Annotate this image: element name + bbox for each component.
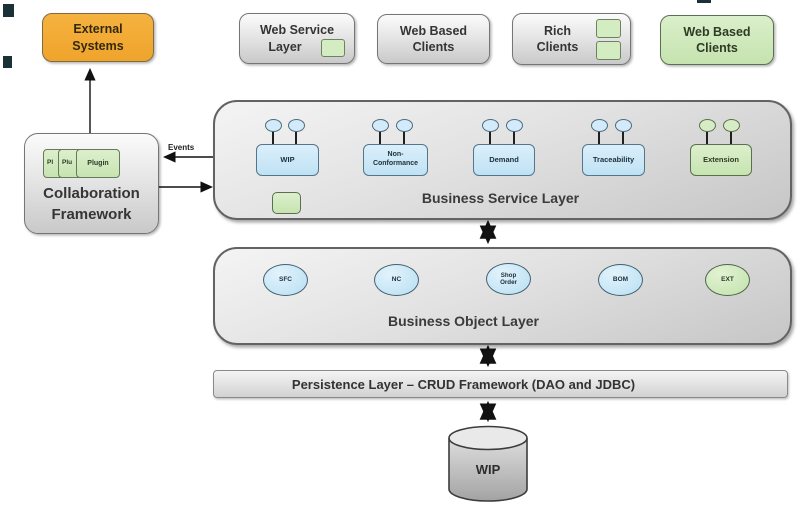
interface-stem — [513, 129, 515, 145]
component-square-icon — [596, 41, 621, 60]
web-based-clients-label-line2: Clients — [412, 40, 455, 54]
interface-stem — [379, 129, 381, 145]
collaboration-framework-title-line1: Collaboration — [43, 185, 140, 202]
events-arrow-label: Events — [168, 143, 195, 152]
interface-stem — [598, 129, 600, 145]
interface-stem — [622, 129, 624, 145]
bol-object-ext: EXT — [705, 264, 750, 296]
component-label-line2: Conformance — [372, 160, 419, 167]
interface-lollipop-icon — [372, 119, 389, 132]
plugin-label: Plugin — [87, 159, 109, 167]
edge-artifact-mark — [697, 0, 711, 3]
interface-lollipop-icon — [591, 119, 608, 132]
interface-lollipop-icon — [723, 119, 740, 132]
collaboration-framework-box: Pl Plu Plugin Collaboration Framework — [24, 133, 159, 234]
collaboration-framework-title: Collaboration Framework — [25, 183, 158, 225]
bsl-component-demand: Demand — [473, 144, 535, 176]
object-label-line2: Order — [500, 279, 517, 286]
interface-lollipop-icon — [396, 119, 413, 132]
web-service-layer-label-line2: Layer — [268, 39, 302, 54]
object-label: NC — [391, 276, 402, 284]
web-based-clients-green-label-line1: Web Based — [683, 24, 751, 39]
bol-object-sfc: SFC — [263, 264, 308, 296]
external-systems-label-line1: External — [73, 22, 123, 37]
interface-lollipop-icon — [265, 119, 282, 132]
interface-lollipop-icon — [615, 119, 632, 132]
bsl-component-traceability: Traceability — [582, 144, 645, 176]
bsl-component-non-conformance: Non- Conformance — [363, 144, 428, 176]
edge-artifact-mark — [3, 56, 12, 68]
object-label-line1: Shop — [500, 271, 517, 279]
bol-object-nc: NC — [374, 264, 419, 296]
interface-stem — [295, 129, 297, 145]
business-service-layer-title: Business Service Layer — [421, 190, 580, 206]
component-label: Demand — [489, 155, 519, 165]
bsl-component-extension: Extension — [690, 144, 752, 176]
rich-clients-label-line2: Clients — [536, 40, 579, 54]
external-systems-label-line2: Systems — [72, 38, 124, 53]
component-label: Traceability — [592, 155, 635, 165]
edge-artifact-mark — [3, 4, 14, 17]
rich-clients-box: Rich Clients — [512, 13, 631, 65]
persistence-layer-title: Persistence Layer – CRUD Framework (DAO … — [291, 376, 636, 392]
bsl-component-wip: WIP — [256, 144, 319, 176]
web-based-clients-gray-box: Web Based Clients — [377, 14, 490, 64]
interface-stem — [706, 129, 708, 145]
interface-lollipop-icon — [482, 119, 499, 132]
component-label: WIP — [280, 155, 295, 165]
component-label: Extension — [703, 155, 739, 165]
cylinder-top — [448, 425, 528, 451]
plugin-label: Plu — [62, 159, 73, 167]
bol-object-shop-order: Shop Order — [486, 263, 531, 295]
bol-object-bom: BOM — [598, 264, 643, 296]
object-label: BOM — [612, 276, 629, 284]
interface-stem — [272, 129, 274, 145]
plugin-box: Plugin — [76, 149, 120, 178]
interface-stem — [489, 129, 491, 145]
web-based-clients-label-line1: Web Based — [399, 23, 468, 38]
interface-lollipop-icon — [699, 119, 716, 132]
object-label: SFC — [279, 276, 292, 284]
external-systems-box: External Systems — [42, 13, 154, 62]
web-service-layer-box: Web Service Layer — [239, 13, 355, 64]
component-square-icon — [321, 39, 345, 57]
web-based-clients-green-label-line2: Clients — [696, 41, 738, 55]
business-object-layer-box — [213, 247, 792, 345]
business-object-layer-title: Business Object Layer — [388, 313, 539, 329]
wip-subcomponent-box — [272, 192, 301, 214]
interface-lollipop-icon — [288, 119, 305, 132]
interface-stem — [403, 129, 405, 145]
wip-database-label: WIP — [475, 462, 501, 477]
web-based-clients-green-box: Web Based Clients — [660, 15, 774, 65]
component-square-icon — [596, 19, 621, 38]
plugin-label: Pl — [47, 159, 54, 167]
persistence-layer-box: Persistence Layer – CRUD Framework (DAO … — [213, 370, 788, 398]
rich-clients-label-line1: Rich — [543, 23, 572, 38]
web-service-layer-label-line1: Web Service — [259, 23, 335, 38]
interface-stem — [730, 129, 732, 145]
component-label-line1: Non- — [387, 151, 404, 159]
interface-lollipop-icon — [506, 119, 523, 132]
object-label: EXT — [721, 276, 734, 284]
collaboration-framework-title-line2: Framework — [51, 206, 132, 223]
